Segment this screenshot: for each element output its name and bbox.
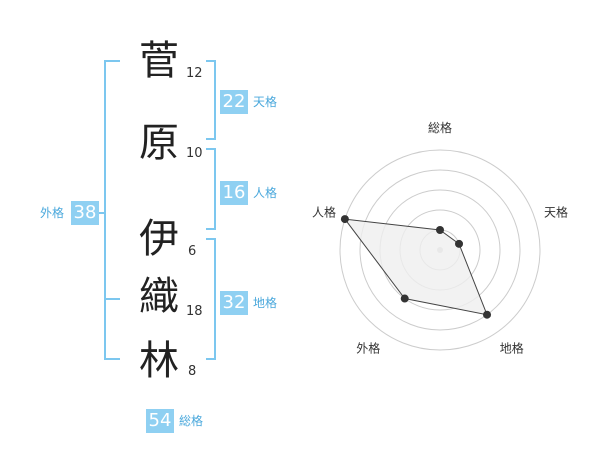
- radar-point-3: [483, 310, 492, 319]
- given-char-3: 林: [139, 338, 179, 384]
- radar-point-1: [436, 226, 444, 234]
- gaikaku-label: 外格: [40, 206, 65, 220]
- tenkaku-value: 22: [220, 90, 248, 114]
- radar-point-2: [455, 239, 464, 248]
- radar-ring-5: [339, 149, 541, 351]
- surname-char-2: 原: [139, 120, 179, 166]
- radar-axis-label-1: 総格: [428, 120, 452, 135]
- jinkaku-label: 人格: [253, 186, 278, 200]
- radar-axis-label-3: 地格: [500, 341, 524, 356]
- radar-axis-label-5: 人格: [312, 204, 336, 219]
- radar-point-4: [400, 294, 409, 303]
- tenkaku-label: 天格: [253, 95, 278, 109]
- gaikaku-value: 38: [71, 201, 99, 225]
- stroke-count-4: 18: [186, 304, 203, 319]
- chikaku-value: 32: [220, 291, 248, 315]
- radar-axis-label-2: 天格: [544, 204, 568, 219]
- stroke-count-3: 6: [188, 244, 197, 259]
- radar-point-5: [340, 215, 349, 224]
- chikaku-label: 地格: [253, 296, 278, 310]
- stroke-count-5: 8: [188, 364, 197, 379]
- radar-axis-label-4: 外格: [356, 341, 380, 356]
- given-char-2: 織: [139, 274, 179, 320]
- jinkaku-value: 16: [220, 181, 248, 205]
- radar-data-polygon: [343, 218, 488, 316]
- radar-ring-4: [359, 169, 521, 331]
- surname-char-1: 菅: [139, 38, 179, 84]
- stroke-count-1: 12: [186, 66, 203, 81]
- soukaku-label: 総格: [179, 414, 204, 428]
- stroke-count-2: 10: [186, 146, 203, 161]
- given-char-1: 伊: [139, 216, 179, 262]
- soukaku-value: 54: [146, 409, 174, 433]
